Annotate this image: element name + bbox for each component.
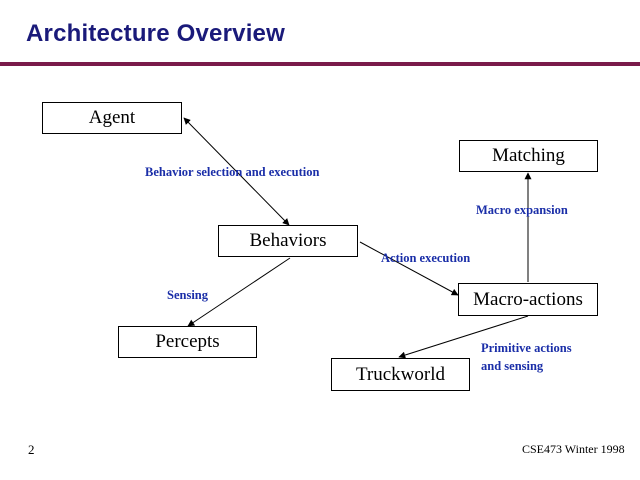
node-behaviors: Behaviors: [218, 225, 358, 257]
node-matching: Matching: [459, 140, 598, 172]
page-number: 2: [28, 442, 35, 457]
slide-title: Architecture Overview: [26, 20, 285, 47]
label-sensing: Sensing: [167, 288, 208, 302]
edge-macroactions-truckworld: [398, 315, 529, 359]
node-truckworld: Truckworld: [331, 358, 470, 391]
course-label: CSE473 Winter 1998: [522, 442, 625, 456]
edge-agent-behaviors: [183, 117, 290, 226]
label-action-execution: Action execution: [381, 251, 471, 265]
label-macro-expansion: Macro expansion: [476, 203, 568, 217]
node-percepts: Percepts: [118, 326, 257, 358]
label-primitive-actions: Primitive actions: [481, 341, 572, 355]
node-agent: Agent: [42, 102, 182, 134]
label-and-sensing: and sensing: [481, 359, 544, 373]
edge-behaviors-macroactions: [359, 241, 459, 296]
title-divider: [0, 62, 640, 66]
label-behavior-selection: Behavior selection and execution: [145, 165, 320, 179]
node-macro-actions: Macro-actions: [458, 283, 598, 316]
edge-behaviors-percepts: [187, 257, 291, 327]
